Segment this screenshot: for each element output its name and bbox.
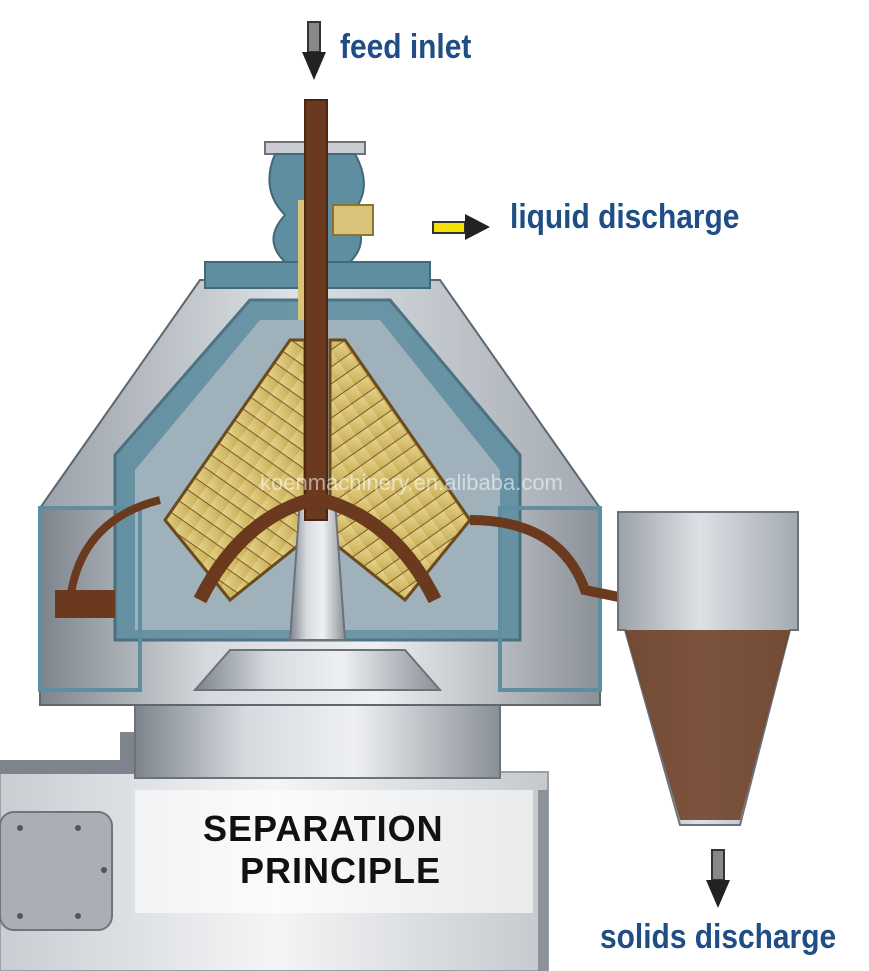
liquid-discharge-label: liquid discharge — [510, 198, 739, 237]
right-arrow-icon — [433, 214, 490, 240]
feed-inlet-label: feed inlet — [340, 28, 471, 67]
solids-discharge-label: solids discharge — [600, 918, 836, 957]
solids-hopper — [618, 512, 798, 825]
panel-title-line2: PRINCIPLE — [240, 850, 441, 892]
watermark: koenmachinery.en.alibaba.com — [260, 470, 563, 496]
motor-drum — [0, 700, 500, 778]
down-arrow-icon — [706, 850, 730, 908]
down-arrow-icon — [302, 22, 326, 80]
panel-title-line1: SEPARATION — [203, 808, 444, 850]
